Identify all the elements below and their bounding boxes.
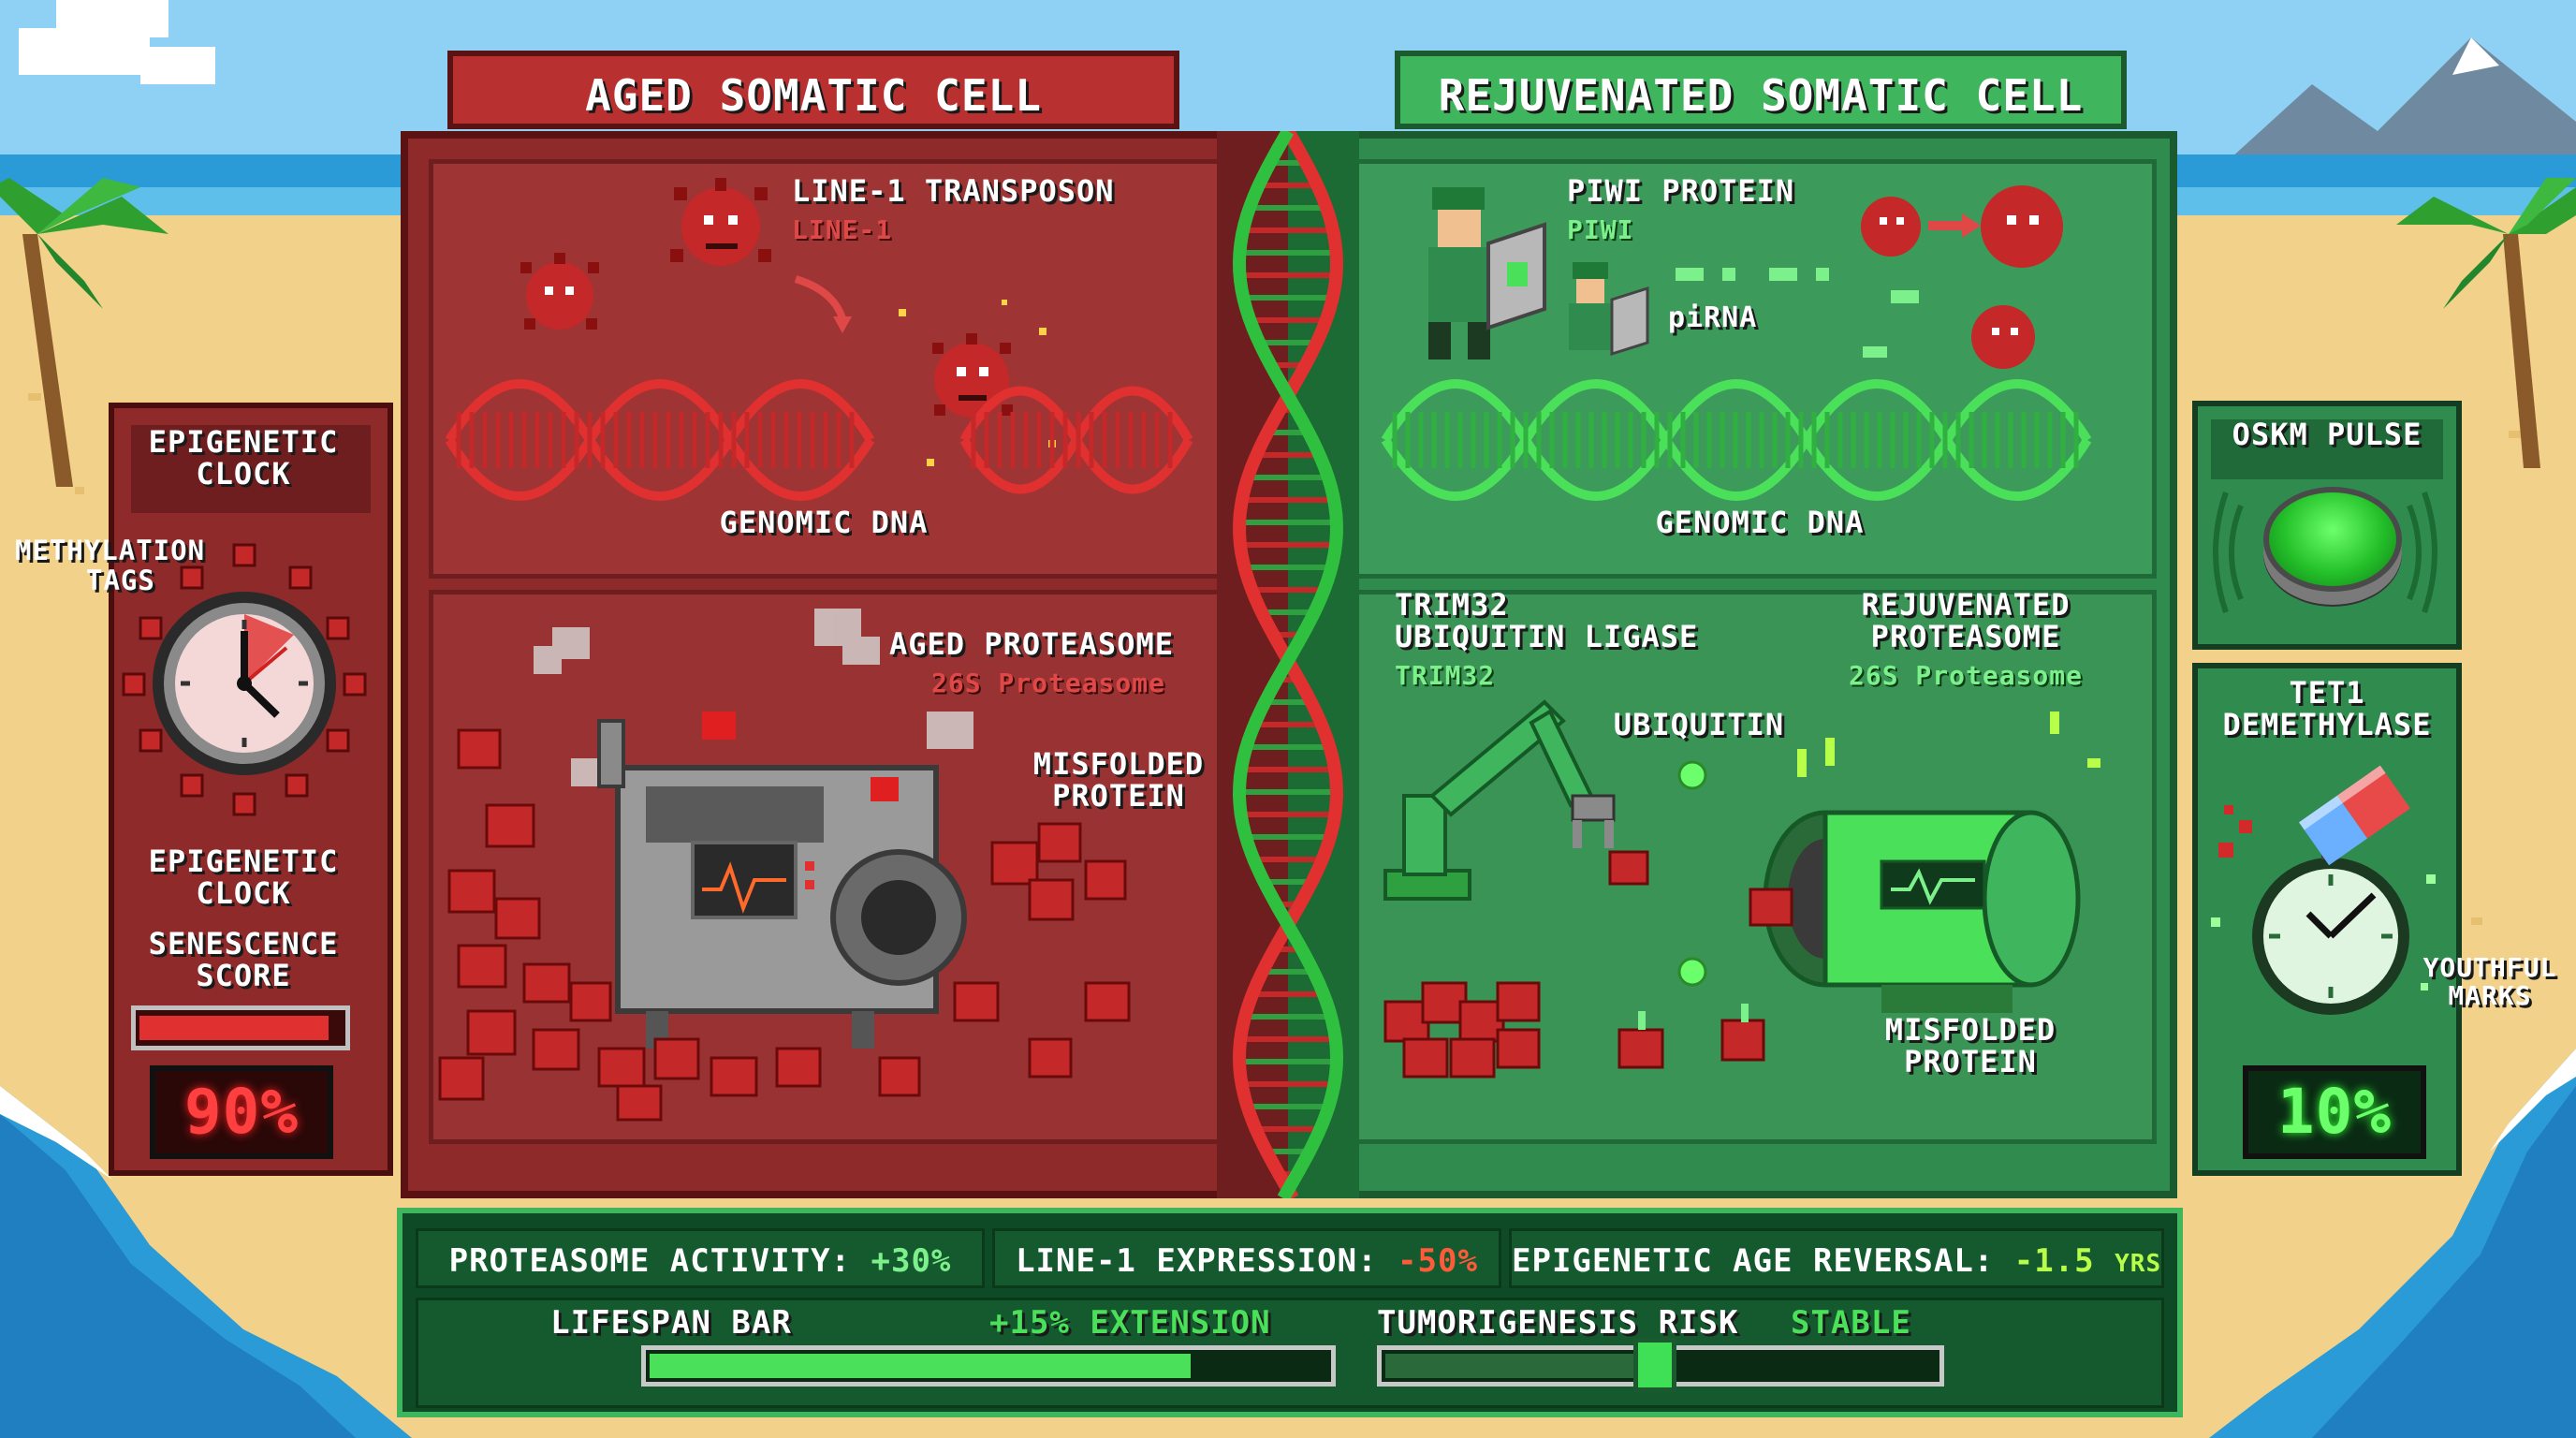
line1-transposon-label: LINE-1 TRANSPOSON (792, 173, 1115, 209)
rejuvenated-proteasome-sublabel: 26S Proteasome (1848, 660, 2083, 691)
trim32-label-line1: TRIM32 (1395, 587, 1509, 623)
rejuvenated-proteasome-scene (1383, 699, 2100, 1078)
epigenetic-age-reversal-value: -1.5 (2013, 1242, 2095, 1280)
aged-misfolded-label-line2: PROTEIN (1052, 778, 1185, 814)
rejuvenated-genome-scene (1381, 185, 2092, 501)
pulse-waves-icon (2213, 492, 2437, 613)
proteasome-activity-value: +30% (871, 1242, 952, 1280)
rejuvenated-proteasome-machine-icon (1763, 810, 2081, 1013)
pirna-label: piRNA (1668, 301, 1758, 334)
epigenetic-age-reversal-stat: EPIGENETIC AGE REVERSAL: -1.5 YRS (1509, 1228, 2164, 1288)
sea-bottom-left (0, 1086, 412, 1438)
senescence-score-value: 90% (150, 1065, 333, 1159)
palm-tree-left-icon (0, 178, 168, 487)
aged-clock-icon (122, 543, 367, 816)
piwi-guard-small-icon (1569, 262, 1649, 357)
tumorigenesis-risk-label: TUMORIGENESIS RISK (1377, 1304, 1739, 1342)
tet1-label-line1: TET1 (2289, 675, 2365, 711)
aged-cell-title: AGED SOMATIC CELL (447, 51, 1179, 129)
line1-transposon-icon (670, 178, 771, 266)
methylation-tags-label-line2: TAGS (86, 565, 155, 596)
aged-protein-aggregates (438, 728, 1131, 1122)
aged-genomic-dna-icon (445, 379, 1193, 501)
rejuvenated-proteasome-label-line2: PROTEASOME (1870, 619, 2061, 654)
line1-expression-stat: LINE-1 EXPRESSION: -50% (992, 1228, 1501, 1288)
aged-proteasome-scene (438, 609, 1131, 1122)
aged-proteasome-sublabel: 26S Proteasome (930, 668, 1165, 698)
cloud-left (19, 0, 215, 84)
rejuvenated-genomic-dna-label: GENOMIC DNA (1655, 505, 1865, 540)
rejuvenated-cell-title: REJUVENATED SOMATIC CELL (1395, 51, 2127, 129)
piwi-protein-sublabel: PIWI (1567, 214, 1634, 245)
epigenetic-clock-header-line2: CLOCK (196, 456, 291, 492)
arrow-right-icon (1928, 213, 1981, 238)
epigenetic-clock-label-line1: EPIGENETIC (148, 844, 339, 879)
senescence-score-bar (131, 1005, 350, 1050)
palm-tree-right-icon (2396, 178, 2576, 468)
lifespan-extension-value: +15% EXTENSION (989, 1304, 1271, 1342)
lifespan-bar (641, 1345, 1336, 1387)
line1-transposon-icon-attacking (932, 333, 1013, 418)
aged-proteasome-machine-icon (597, 712, 967, 1049)
youthful-score-value: 10% (2243, 1065, 2426, 1159)
progress-row: LIFESPAN BAR +15% EXTENSION TUMORIGENESI… (416, 1298, 2164, 1408)
central-dna-helix-icon (1217, 131, 1359, 1198)
healthy-genomic-dna-icon (1381, 379, 2092, 501)
piwi-protein-label: PIWI PROTEIN (1567, 173, 1795, 209)
lifespan-bar-fill (650, 1354, 1191, 1378)
suppressed-transposon-icon (1861, 185, 2063, 369)
rejuvenated-protein-aggregates (1383, 981, 1765, 1078)
line1-transposon-icon-small (520, 253, 599, 330)
stats-panel: PROTEASOME ACTIVITY: +30% LINE-1 EXPRESS… (397, 1208, 2183, 1417)
oskm-pulse-label: OSKM PULSE (2232, 417, 2422, 452)
tumorigenesis-risk-track-fill (1385, 1354, 1655, 1378)
aged-proteasome-label: AGED PROTEASOME (889, 626, 1174, 662)
tet1-label-line2: DEMETHYLASE (2222, 707, 2432, 742)
youthful-clock-eraser-icon (2211, 765, 2436, 1015)
epigenetic-clock-header-line1: EPIGENETIC (148, 424, 339, 460)
youthful-marks-label-line1: YOUTHFUL (2422, 952, 2557, 983)
aged-misfolded-label-line1: MISFOLDED (1032, 746, 1205, 782)
methylation-tags-label-line1: METHYLATION (15, 535, 206, 566)
rejuvenated-misfolded-label-line1: MISFOLDED (1884, 1012, 2056, 1048)
youthful-marks-label-line2: MARKS (2448, 980, 2532, 1011)
epigenetic-clock-header (131, 425, 371, 513)
trim32-robot-arm-icon (1383, 699, 1616, 901)
sea-bottom-right (2209, 1049, 2576, 1438)
line1-expression-value: -50% (1398, 1242, 1478, 1280)
line1-transposon-sublabel: LINE-1 (792, 214, 893, 245)
rejuvenated-proteasome-label-line1: REJUVENATED (1861, 587, 2071, 623)
proteasome-activity-stat: PROTEASOME ACTIVITY: +30% (416, 1228, 985, 1288)
tumorigenesis-risk-value: STABLE (1791, 1304, 1911, 1342)
senescence-score-label-line2: SCORE (196, 958, 291, 993)
epigenetic-age-reversal-unit: YRS (2115, 1250, 2162, 1278)
oskm-pulse-button[interactable] (2263, 487, 2402, 592)
oskm-pulse-header (2211, 419, 2443, 479)
line1-expression-label: LINE-1 EXPRESSION: (1016, 1242, 1378, 1280)
senescence-score-label-line1: SENESCENCE (148, 926, 339, 961)
epigenetic-clock-label-line2: CLOCK (196, 875, 291, 911)
proteasome-activity-label: PROTEASOME ACTIVITY: (448, 1242, 852, 1280)
mountains-right (2209, 37, 2576, 178)
trim32-sublabel: TRIM32 (1395, 660, 1496, 691)
rejuvenated-misfolded-label-line2: PROTEIN (1904, 1044, 2037, 1079)
trim32-label-line2: UBIQUITIN LIGASE (1395, 619, 1699, 654)
senescence-score-fill (139, 1016, 329, 1040)
aged-genome-scene (445, 178, 1193, 501)
ubiquitin-icon (1677, 760, 1707, 987)
ubiquitin-label: UBIQUITIN (1613, 707, 1785, 742)
tumorigenesis-risk-slider-thumb[interactable] (1633, 1338, 1676, 1392)
epigenetic-age-reversal-label: EPIGENETIC AGE REVERSAL: (1512, 1242, 1995, 1280)
lifespan-bar-label: LIFESPAN BAR (550, 1304, 792, 1342)
piwi-guard-icon (1428, 187, 1546, 360)
aged-genomic-dna-label: GENOMIC DNA (719, 505, 929, 540)
